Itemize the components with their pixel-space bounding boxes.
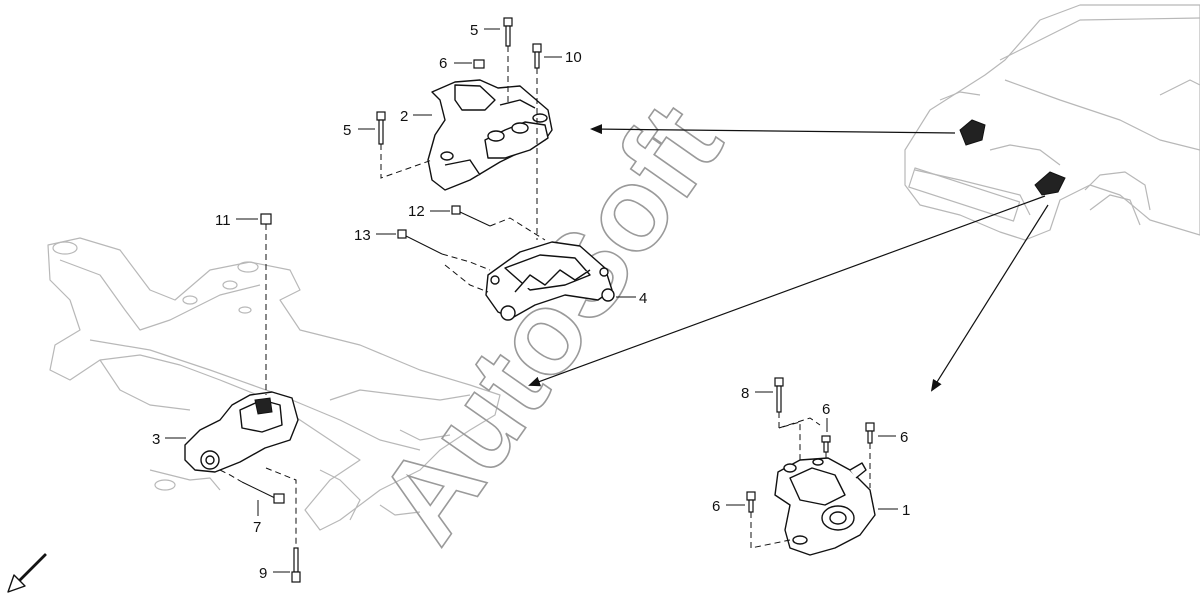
bolt-7 <box>241 481 285 504</box>
callout-10: 10 <box>565 49 582 66</box>
nut-6-top <box>473 59 485 69</box>
callout-12: 12 <box>408 203 425 220</box>
callout-5-top: 5 <box>470 22 478 39</box>
callout-labels: 5 10 6 2 5 11 12 13 4 3 7 9 8 6 6 6 1 <box>152 22 910 582</box>
nut-11 <box>260 213 272 225</box>
bolt-8 <box>774 377 784 413</box>
bolt-5-left <box>376 111 386 145</box>
part-4-bracket <box>485 241 615 321</box>
leader-lines <box>165 28 898 573</box>
callout-1: 1 <box>902 502 910 519</box>
part-3-rear-mount <box>184 391 299 473</box>
bolt-6-mid <box>821 435 831 453</box>
assembly-lines <box>219 46 871 549</box>
bolt-5-top <box>503 17 513 47</box>
location-arrows <box>528 124 1049 392</box>
callout-4: 4 <box>639 290 647 307</box>
callout-5-left: 5 <box>343 122 351 139</box>
bolt-10 <box>532 43 542 69</box>
bolt-9 <box>291 547 301 583</box>
callout-6-right: 6 <box>900 429 908 446</box>
callout-6-mid: 6 <box>822 401 830 418</box>
front-direction-arrow-icon <box>7 553 47 593</box>
bolt-12 <box>451 205 491 227</box>
callout-2: 2 <box>400 108 408 125</box>
bolt-6-lower <box>746 491 756 513</box>
bolt-6-right <box>865 422 875 444</box>
part-2-engine-mount <box>427 79 553 191</box>
callout-8: 8 <box>741 385 749 402</box>
callout-9: 9 <box>259 565 267 582</box>
callout-6-lower: 6 <box>712 498 720 515</box>
callout-6-top: 6 <box>439 55 447 72</box>
autosoft-watermark: AutoSoft <box>353 81 747 565</box>
callout-7: 7 <box>253 519 261 536</box>
subframe-ghost <box>47 237 501 531</box>
vehicle-outline <box>904 4 1200 241</box>
callout-13: 13 <box>354 227 371 244</box>
bolt-13 <box>397 229 443 255</box>
callout-11: 11 <box>215 212 231 229</box>
part-1-engine-side-mount <box>774 457 876 556</box>
callout-3: 3 <box>152 431 160 448</box>
